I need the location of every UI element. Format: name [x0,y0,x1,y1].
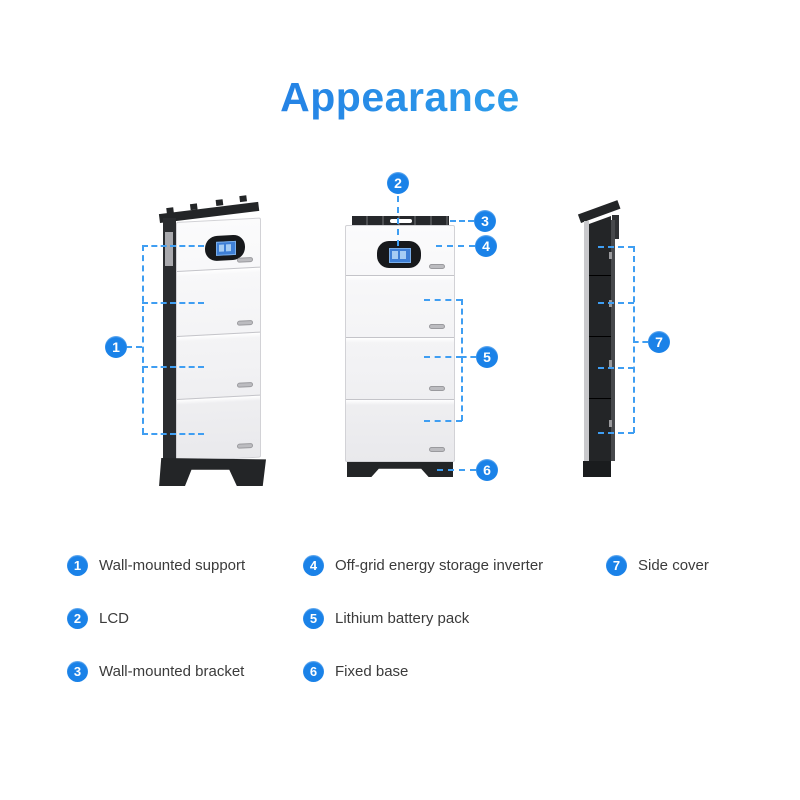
side-seam [589,336,611,337]
callout-badge-2: 2 [387,172,409,194]
callout-dash-line [461,356,476,358]
callout-badge-4: 4 [475,235,497,257]
left-unit-front-face [176,217,261,462]
legend-label: Wall-mounted support [99,556,246,574]
legend-item-3: 3 Wall-mounted bracket [67,660,245,682]
mounting-tab [239,195,247,203]
side-hinge-mark [609,252,612,259]
side-bracket-nub [612,215,619,239]
brand-logo [237,319,253,326]
legend-badge-6: 6 [303,660,324,682]
legend-label: Side cover [638,556,709,574]
callout-dash-line [142,366,204,368]
legend-item-2: 2 LCD [67,607,245,629]
callout-badge-6: 6 [476,459,498,481]
callout-dash-line [142,245,204,247]
lcd-pixels [392,251,398,259]
side-seam [589,275,611,276]
bracket-slot [390,219,412,223]
callout-dash-line [126,346,142,348]
callout-badge-3: 3 [474,210,496,232]
brand-logo [237,381,253,388]
callout-dash-line [424,356,462,358]
callout-dash-line [633,341,648,343]
legend-item-4: 4 Off-grid energy storage inverter [303,554,543,576]
side-front-edge [584,221,589,461]
lcd-pixels [226,244,231,252]
lcd-pixels [400,251,406,259]
legend-badge-7: 7 [606,554,627,576]
panel-seam [177,266,260,277]
legend-label: Wall-mounted bracket [99,662,245,680]
legend-column-1: 1 Wall-mounted support 2 LCD 3 Wall-moun… [67,554,245,713]
callout-dash-line [598,302,634,304]
brand-logo [237,256,253,263]
wall-mounted-support-strip [163,218,176,460]
legend-badge-4: 4 [303,554,324,576]
brand-logo [429,386,445,391]
lcd-screen [389,248,411,263]
callout-dash-line [397,196,399,246]
callout-badge-7: 7 [648,331,670,353]
support-bracket-detail [165,232,173,266]
callout-dash-line [142,302,204,304]
page-title: Appearance [0,74,800,121]
legend-label: LCD [99,609,130,627]
side-hinge-mark [609,360,612,367]
legend-item-5: 5 Lithium battery pack [303,607,543,629]
legend-badge-2: 2 [67,607,88,629]
callout-dash-line [142,245,144,434]
callout-dash-line [437,469,476,471]
callout-dash-line [598,367,634,369]
callout-dash-line [436,245,475,247]
lcd-pixels [219,244,224,252]
side-cover-panel [589,216,611,462]
wall-mounted-bracket [352,216,449,225]
left-unit-fixed-base [159,458,266,486]
panel-seam [177,331,260,342]
legend-label: Lithium battery pack [335,609,470,627]
brand-logo [429,324,445,329]
legend-column-2: 4 Off-grid energy storage inverter 5 Lit… [303,554,543,713]
legend-item-1: 1 Wall-mounted support [67,554,245,576]
lcd-display [377,241,421,268]
brand-logo [429,447,445,452]
side-unit-fixed-base [583,461,611,477]
legend-column-3: 7 Side cover [606,554,709,607]
legend-badge-5: 5 [303,607,324,629]
legend-item-7: 7 Side cover [606,554,709,576]
panel-seam [346,337,454,343]
callout-dash-line [450,220,474,222]
callout-dash-line [598,246,634,248]
legend-badge-3: 3 [67,660,88,682]
side-rear-edge [611,220,615,461]
callout-badge-5: 5 [476,346,498,368]
side-hinge-mark [609,420,612,427]
legend-item-6: 6 Fixed base [303,660,543,682]
brand-logo [429,264,445,269]
callout-badge-1: 1 [105,336,127,358]
lcd-screen [216,240,236,256]
legend-label: Fixed base [335,662,409,680]
legend-label: Off-grid energy storage inverter [335,556,544,574]
side-seam [589,398,611,399]
panel-seam [177,394,260,405]
panel-seam [346,275,454,281]
legend-badge-1: 1 [67,554,88,576]
panel-seam [346,399,454,405]
mounting-tab [215,199,224,207]
brand-logo [237,442,253,449]
callout-dash-line [633,246,635,433]
callout-dash-line [142,433,204,435]
callout-dash-line [424,299,462,301]
callout-dash-line [598,432,634,434]
callout-dash-line [424,420,462,422]
callout-dash-line [461,299,463,421]
front-unit-body [345,225,455,462]
